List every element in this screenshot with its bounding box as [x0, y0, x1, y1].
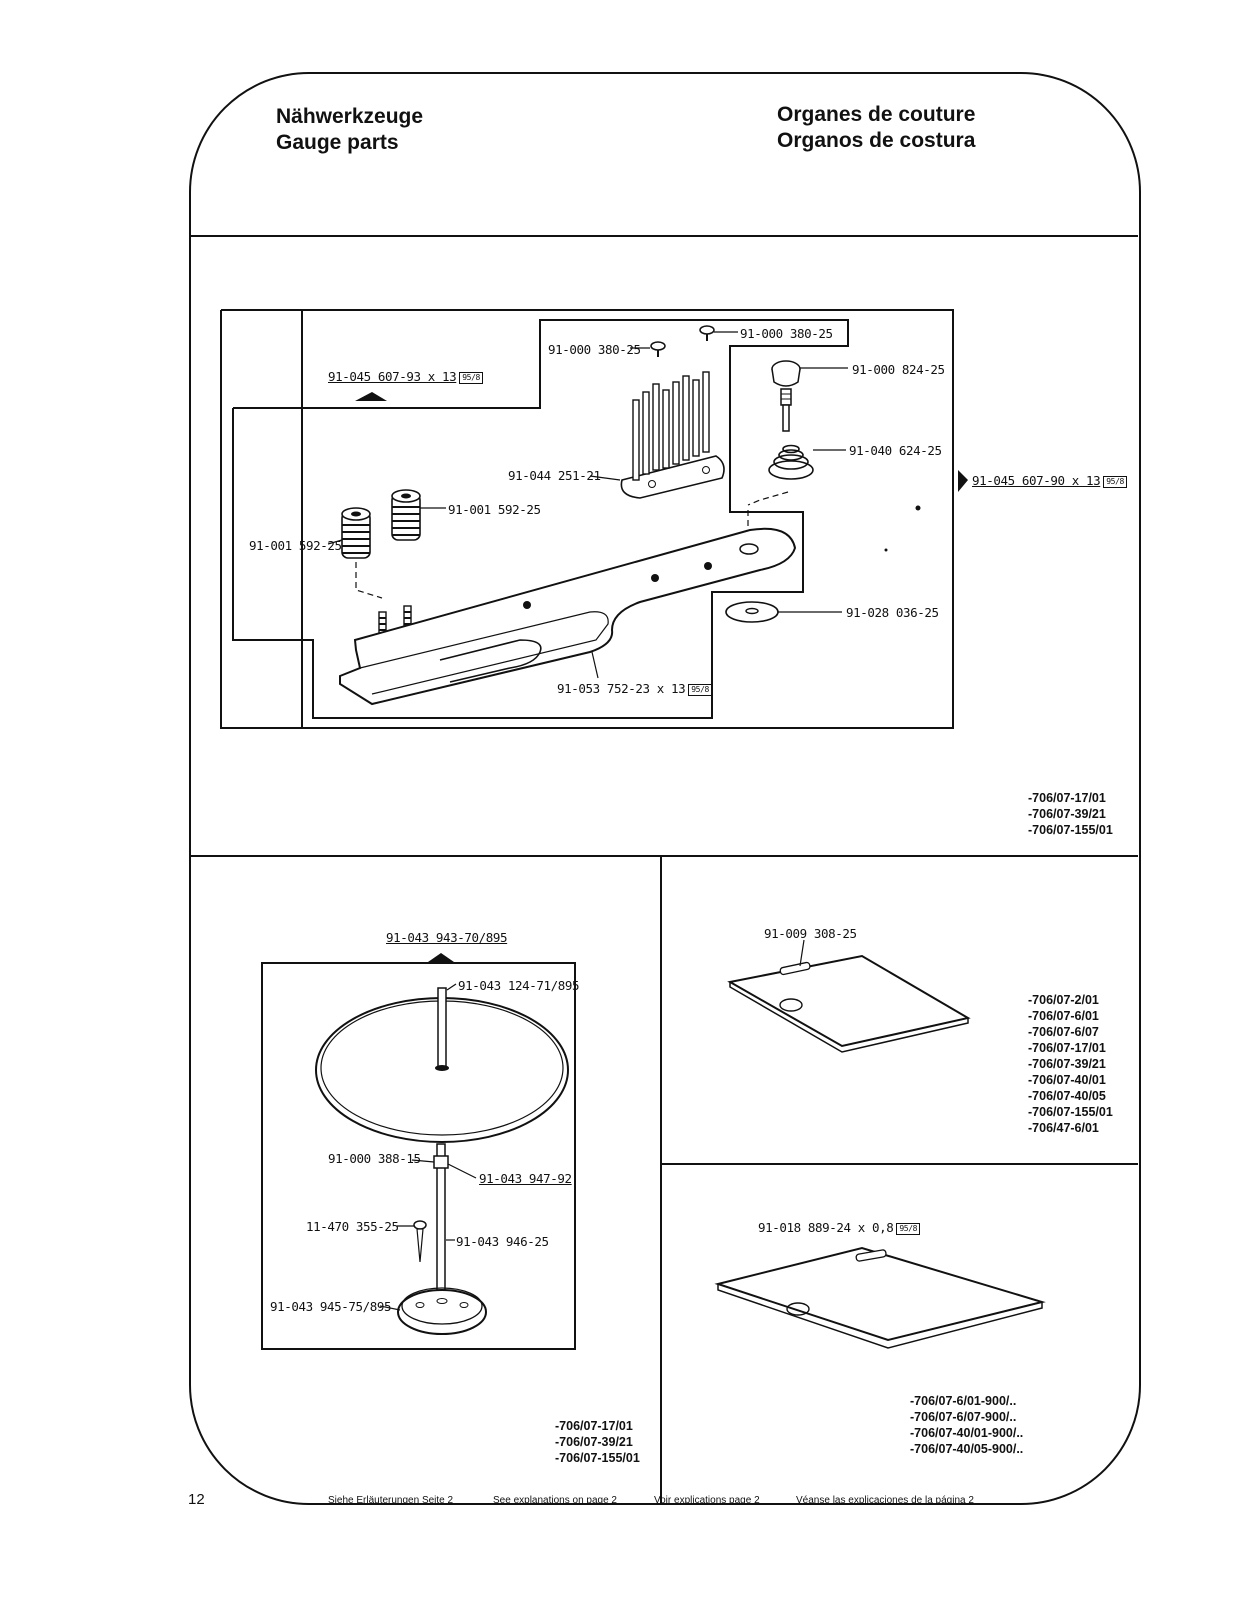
- screw-b: [699, 325, 715, 341]
- label-washer: 91-028 036-25: [846, 605, 939, 620]
- pin-plate: [620, 371, 725, 499]
- divider-middle: [190, 855, 1138, 857]
- gauge-bar: [339, 527, 797, 706]
- variant-item: -706/07-17/01: [1028, 791, 1106, 805]
- variants-top: -706/07-17/01 -706/07-39/21 -706/07-155/…: [1028, 790, 1113, 838]
- kit-outline-left: [220, 310, 302, 729]
- variants-bottom-right-bottom: -706/07-6/01-900/.. -706/07-6/07-900/.. …: [910, 1393, 1023, 1457]
- title-german: Nähwerkzeuge: [276, 105, 424, 128]
- label-set-screw: 91-043 947-92: [479, 1171, 572, 1186]
- variant-item: -706/07-6/01: [1028, 1009, 1099, 1023]
- label-nut-right: 91-001 592-25: [448, 502, 541, 517]
- gauge-parts-diagram: [220, 309, 968, 729]
- variant-item: -706/07-40/01: [1028, 1073, 1106, 1087]
- variant-item: -706/07-155/01: [1028, 1105, 1113, 1119]
- label-stand-rod: 91-043 946-25: [456, 1234, 549, 1249]
- variant-item: -706/07-155/01: [1028, 823, 1113, 837]
- divider-header: [190, 235, 1138, 237]
- slide-plate-small: [727, 954, 971, 1053]
- spring: [768, 444, 814, 480]
- variant-item: -706/07-40/05: [1028, 1089, 1106, 1103]
- label-spring: 91-040 624-25: [849, 443, 942, 458]
- variant-item: -706/07-39/21: [555, 1435, 633, 1449]
- footer-note-fr: Voir explications page 2: [654, 1495, 760, 1506]
- label-slide-plate-small: 91-009 308-25: [764, 926, 857, 941]
- title-spanish: Organos de costura: [777, 129, 976, 152]
- variant-item: -706/07-6/07: [1028, 1025, 1099, 1039]
- knob-screw: [771, 360, 801, 432]
- label-screw-a: 91-000 380-25: [548, 342, 641, 357]
- variant-item: -706/07-155/01: [555, 1451, 640, 1465]
- arrow-right: [958, 470, 968, 492]
- title-english: Gauge parts: [276, 131, 399, 154]
- pin-screw: [413, 1220, 427, 1263]
- footer-note-en: See explanations on page 2: [493, 1495, 617, 1506]
- badge-icon: 95/8: [1103, 475, 1127, 488]
- title-right: Organes de couture Organos de costura: [777, 102, 975, 154]
- label-screw-b: 91-000 380-25: [740, 326, 833, 341]
- badge-icon: 95/8: [688, 683, 712, 696]
- slide-plate-large: [714, 1246, 1046, 1349]
- nut-right: [391, 489, 421, 541]
- footer-note-es: Véanse las explicaciones de la página 2: [796, 1495, 974, 1506]
- stand-base: [397, 1287, 487, 1335]
- label-pin-screw: 11-470 355-25: [306, 1219, 399, 1234]
- label-stand-base: 91-043 945-75/895: [270, 1299, 392, 1314]
- divider-vertical: [660, 856, 662, 1503]
- variant-item: -706/07-39/21: [1028, 1057, 1106, 1071]
- label-pin-plate: 91-044 251-21: [508, 468, 601, 483]
- page-number: 12: [188, 1491, 205, 1508]
- footer-note-de: Siehe Erläuterungen Seite 2: [328, 1495, 454, 1506]
- variant-item: -706/07-2/01: [1028, 993, 1099, 1007]
- thread-disc: [315, 987, 569, 1143]
- label-knob-screw: 91-000 824-25: [852, 362, 945, 377]
- divider-right: [661, 1163, 1138, 1165]
- page-frame: [189, 72, 1141, 1505]
- variant-item: -706/07-6/01-900/..: [910, 1394, 1017, 1408]
- variant-item: -706/47-6/01: [1028, 1121, 1099, 1135]
- set-outline: [232, 319, 849, 719]
- nut-left: [341, 507, 371, 559]
- arrow-up-stand: [428, 953, 454, 962]
- variants-bottom-left: -706/07-17/01 -706/07-39/21 -706/07-155/…: [555, 1418, 640, 1466]
- label-nut-left: 91-001 592-25: [249, 538, 342, 553]
- variant-item: -706/07-39/21: [1028, 807, 1106, 821]
- stand-outline: [261, 962, 576, 1350]
- badge-icon: 95/8: [896, 1222, 921, 1235]
- variant-item: -706/07-40/05-900/..: [910, 1442, 1024, 1456]
- label-collar: 91-000 388-15: [328, 1151, 421, 1166]
- badge-icon: 95/8: [459, 371, 483, 384]
- title-french: Organes de couture: [777, 103, 976, 126]
- label-stand-assembly: 91-043 943-70/895: [386, 930, 508, 945]
- variant-item: -706/07-6/07-900/..: [910, 1410, 1017, 1424]
- title-left: Nähwerkzeuge Gauge parts: [276, 104, 423, 156]
- variant-item: -706/07-17/01: [555, 1419, 633, 1433]
- label-thread-disc: 91-043 124-71/895: [458, 978, 580, 993]
- screw-a: [650, 341, 666, 357]
- variant-item: -706/07-40/01-900/..: [910, 1426, 1024, 1440]
- variants-bottom-right-top: -706/07-2/01 -706/07-6/01 -706/07-6/07 -…: [1028, 992, 1113, 1136]
- kit-outline-right: [221, 309, 954, 729]
- variant-item: -706/07-17/01: [1028, 1041, 1106, 1055]
- arrow-up-left: [355, 392, 387, 401]
